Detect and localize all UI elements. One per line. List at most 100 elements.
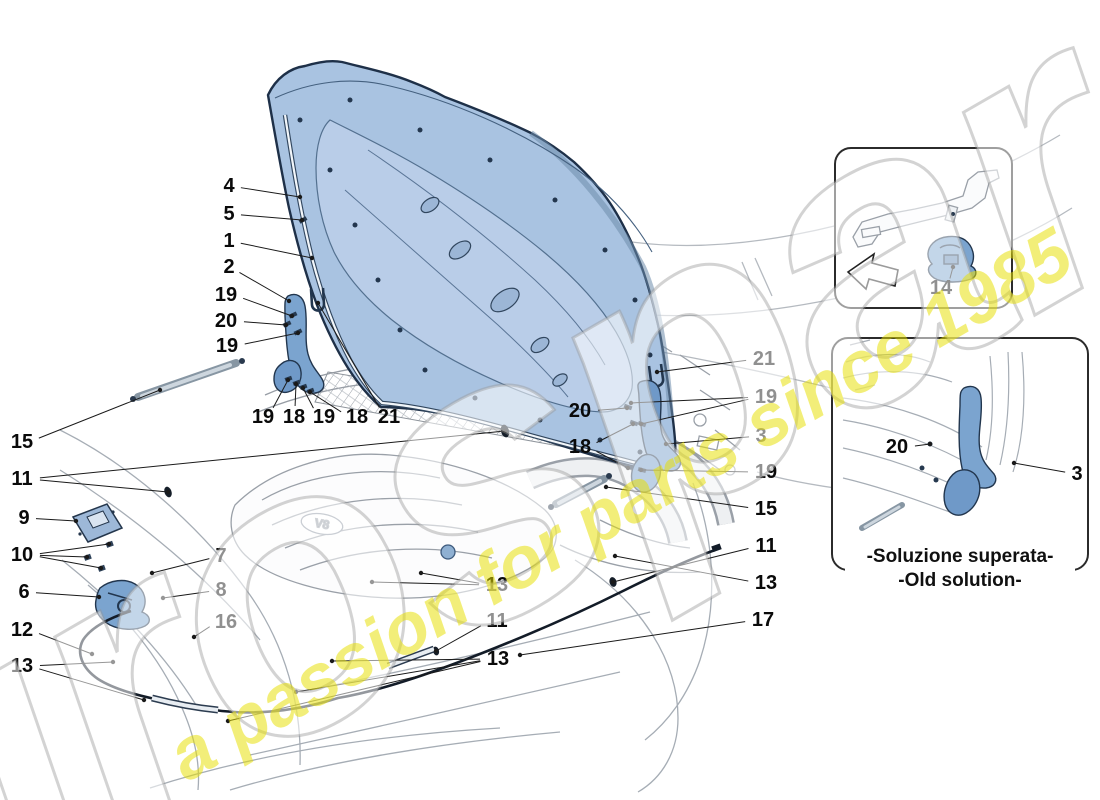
fastener-dot	[630, 421, 636, 427]
leader-line	[640, 398, 749, 425]
release-cable	[78, 543, 722, 714]
fastener-dot	[285, 377, 291, 383]
old-solution-caption-en: -Old solution-	[898, 570, 1021, 591]
hood	[266, 60, 677, 471]
leader-line	[614, 555, 749, 582]
callout-6: 6	[18, 581, 29, 603]
leader-line	[371, 581, 480, 586]
callout-18: 18	[346, 406, 368, 428]
fastener-dot	[603, 484, 609, 490]
hood-striker-left	[309, 287, 326, 312]
fastener-dot	[160, 595, 166, 601]
callout-19: 19	[215, 284, 237, 306]
callout-11: 11	[11, 468, 32, 490]
leader-line	[295, 660, 481, 693]
fastener-dot	[663, 441, 669, 447]
leader-line	[239, 271, 290, 302]
callout-4: 4	[223, 175, 235, 197]
leader-line	[605, 486, 749, 508]
fastener-dot	[106, 541, 112, 547]
fastener-dot	[295, 330, 301, 336]
fastener-dot	[225, 718, 231, 724]
fastener-dot	[157, 387, 163, 393]
callout-16: 16	[215, 611, 237, 633]
leader-line	[243, 321, 287, 326]
fastener-dot	[289, 313, 295, 319]
callout-2: 2	[223, 256, 234, 278]
callout-19: 19	[755, 386, 777, 408]
fastener-dot	[315, 300, 321, 306]
callout-19: 19	[755, 461, 777, 483]
fastener-dot	[165, 489, 171, 495]
callout-13: 13	[755, 572, 777, 594]
callout-12: 12	[11, 619, 33, 641]
old-solution-caption-it: -Soluzione superata-	[867, 546, 1054, 567]
leader-line	[317, 302, 380, 408]
leader-line	[193, 626, 210, 638]
fastener-dot	[612, 553, 618, 559]
hood-lock	[94, 579, 150, 630]
leader-line	[596, 450, 629, 469]
fastener-dot	[610, 579, 616, 585]
fastener-dot	[502, 428, 508, 434]
fastener-dot	[625, 465, 631, 471]
fastener-dot	[293, 689, 299, 695]
callout-19: 19	[216, 335, 238, 357]
leader-line	[612, 548, 749, 583]
callout-15: 15	[755, 498, 777, 520]
leader-line	[420, 572, 480, 584]
leader-line	[35, 518, 77, 522]
fastener-dot	[624, 405, 630, 411]
fastener-dot	[110, 659, 116, 665]
leader-line	[665, 436, 750, 445]
fastener-dot	[141, 697, 147, 703]
leader-line	[435, 625, 482, 652]
leader-line	[39, 430, 506, 479]
fastener-dot	[286, 298, 292, 304]
leader-line	[242, 297, 293, 317]
leader-line	[39, 479, 169, 493]
fastener-dot	[84, 554, 90, 560]
hood-pad	[71, 503, 124, 543]
fastener-dot	[73, 518, 79, 524]
callout-17: 17	[752, 609, 774, 631]
callout-3: 3	[1071, 463, 1082, 485]
leader-line	[331, 658, 481, 662]
fastener-dot	[297, 194, 303, 200]
latch-part	[927, 235, 977, 283]
leader-line	[39, 556, 102, 569]
old-hinge-part	[943, 385, 997, 516]
fastener-dot	[369, 579, 375, 585]
fastener-dot	[98, 565, 104, 571]
fastener-dot	[418, 570, 424, 576]
fastener-dot	[517, 652, 523, 658]
fastener-dot	[309, 255, 315, 261]
leader-line	[38, 389, 161, 439]
direction-arrow-icon	[846, 252, 899, 291]
leader-line	[519, 621, 746, 656]
fastener-dot	[149, 570, 155, 576]
fastener-dot	[329, 658, 335, 664]
callout-13: 13	[487, 648, 509, 670]
fastener-dot	[96, 594, 102, 600]
leader-line	[35, 592, 100, 598]
callout-3: 3	[755, 425, 766, 447]
fastener-dot	[433, 648, 439, 654]
fastener-dot	[191, 634, 197, 640]
fastener-dot	[927, 441, 933, 447]
leader-line	[640, 469, 749, 473]
leader-line	[240, 242, 313, 259]
fastener-dot	[299, 217, 305, 223]
callout-20: 20	[215, 310, 237, 332]
leader-line	[596, 423, 634, 444]
callout-5: 5	[223, 203, 234, 225]
inset-latch-detail	[834, 147, 1013, 309]
fastener-dot	[293, 381, 299, 387]
inset-old-solution: -Soluzione superata- -Old solution-	[831, 337, 1089, 591]
callout-11: 11	[486, 610, 507, 632]
callout-7: 7	[215, 545, 226, 567]
callout-20: 20	[886, 436, 908, 458]
fastener-dot	[89, 651, 95, 657]
